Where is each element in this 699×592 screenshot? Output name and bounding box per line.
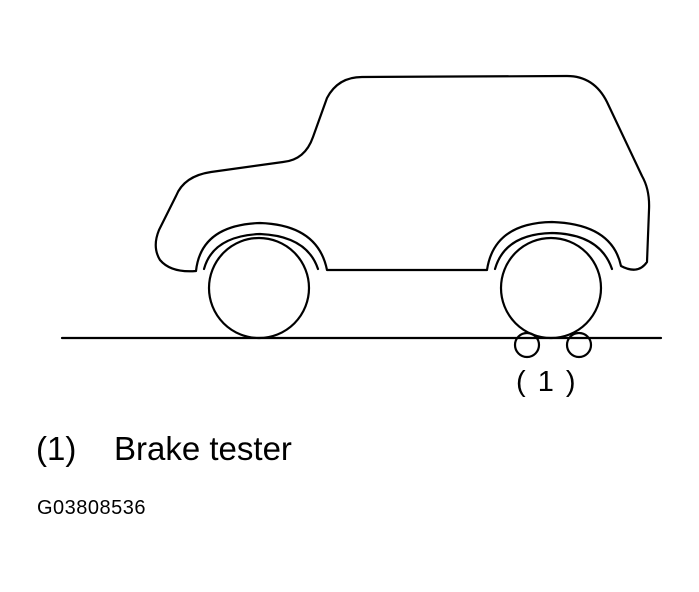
front-wheel <box>207 236 311 340</box>
rear-wheel <box>499 236 603 340</box>
legend-number: (1) <box>36 430 77 467</box>
front-wheel-arch <box>202 232 320 271</box>
legend-label: Brake tester <box>114 430 292 467</box>
legend-item-brake-tester: (1) Brake tester <box>36 432 292 465</box>
rear-wheel-arch <box>493 231 614 271</box>
vehicle-body <box>154 74 651 273</box>
figure-id: G03808536 <box>37 497 147 519</box>
brake-tester-roller-left <box>513 331 541 359</box>
brake-tester-callout: ( 1 ) <box>516 366 578 398</box>
brake-tester-roller-right <box>565 331 593 359</box>
